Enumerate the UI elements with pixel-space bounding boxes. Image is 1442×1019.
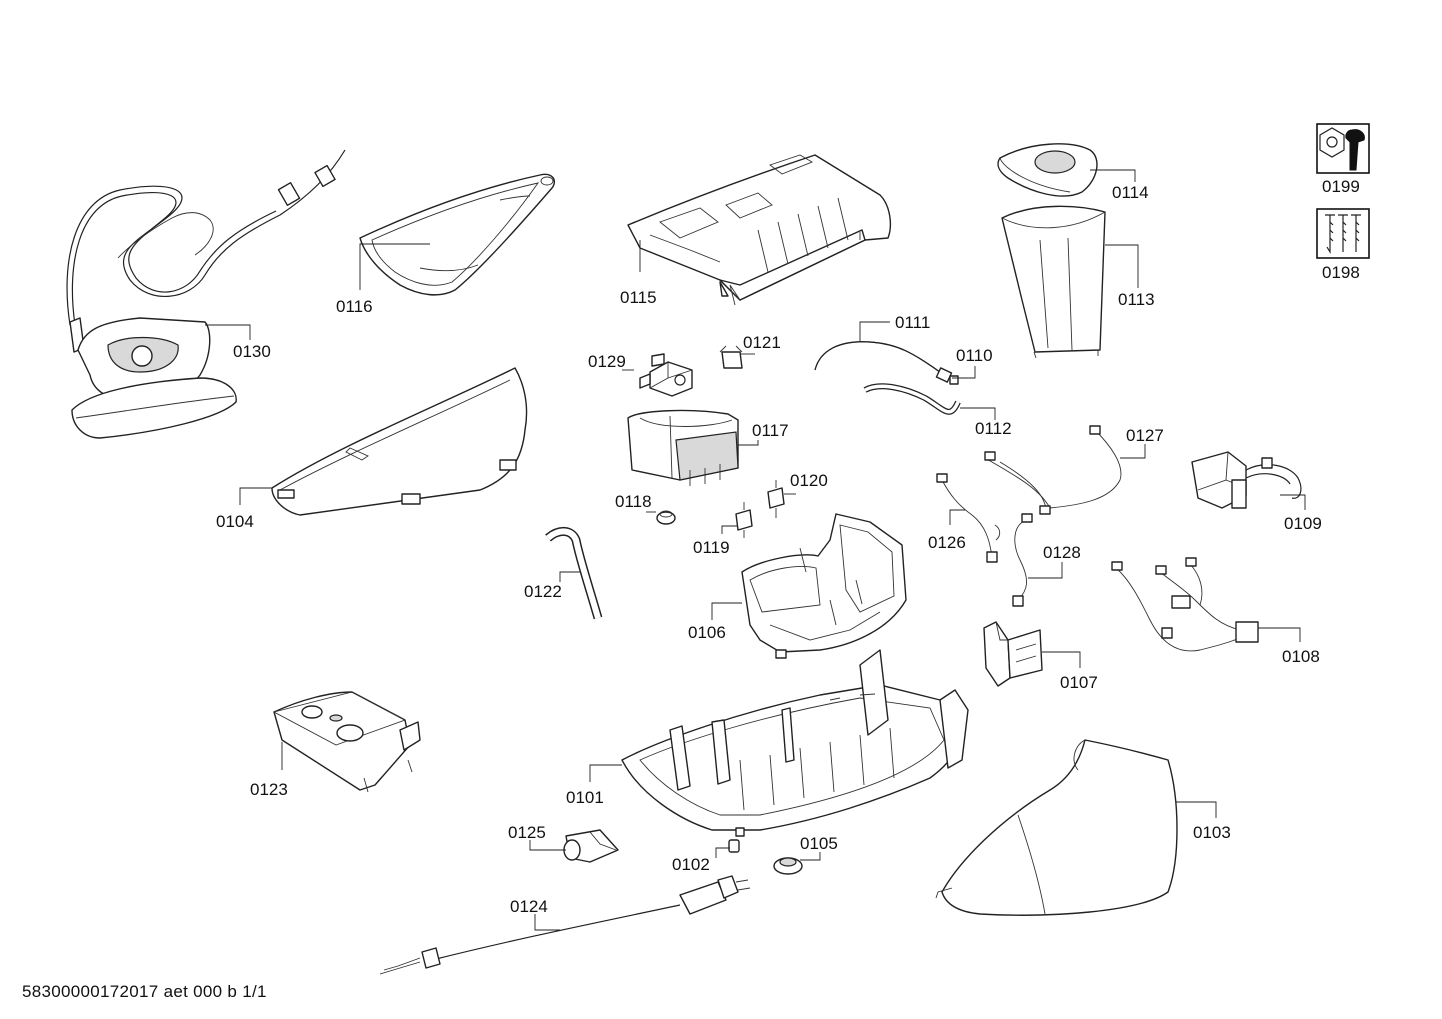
label-0103: 0103 xyxy=(1193,823,1231,842)
label-0126: 0126 xyxy=(928,533,966,552)
label-0107: 0107 xyxy=(1060,673,1098,692)
part-0105-cap xyxy=(773,857,803,875)
label-0128: 0128 xyxy=(1043,543,1081,562)
label-0101: 0101 xyxy=(566,788,604,807)
label-0112: 0112 xyxy=(975,419,1012,438)
part-0101-base xyxy=(621,649,969,837)
part-0129-solenoid-valve xyxy=(639,353,693,397)
part-0121-clip xyxy=(719,345,743,369)
label-0102: 0102 xyxy=(672,855,710,874)
part-0127-wire-harness xyxy=(984,425,1122,515)
screws-icon xyxy=(1316,208,1370,259)
label-0109: 0109 xyxy=(1284,514,1322,533)
part-0117-pump xyxy=(627,409,739,486)
part-0110-connector xyxy=(935,367,959,385)
label-0122: 0122 xyxy=(524,582,562,601)
part-0123-control-panel xyxy=(272,691,421,793)
label-0130: 0130 xyxy=(233,342,271,361)
part-0113-water-tank xyxy=(1001,205,1106,359)
part-0126-wire-harness xyxy=(936,473,1001,563)
part-0116-cover-tray xyxy=(359,173,556,296)
label-0105: 0105 xyxy=(800,834,838,853)
label-0123: 0123 xyxy=(250,780,288,799)
label-0127: 0127 xyxy=(1126,426,1164,445)
part-0111-hose xyxy=(814,341,941,373)
document-footer-code: 58300000172017 aet 000 b 1/1 xyxy=(22,982,267,1001)
part-0115-top-housing xyxy=(627,154,892,306)
label-0198: 0198 xyxy=(1322,263,1360,282)
part-0103-rear-cover xyxy=(935,739,1178,916)
part-0128-wire-harness xyxy=(1012,513,1033,607)
part-0108-wiring-loom xyxy=(1111,557,1259,652)
label-0125: 0125 xyxy=(508,823,546,842)
part-0118-grommet xyxy=(656,510,676,525)
label-0106: 0106 xyxy=(688,623,726,642)
label-0116: 0116 xyxy=(336,297,373,316)
part-0106-frame xyxy=(741,513,907,659)
part-0130-steam-iron xyxy=(66,149,346,439)
part-0125-cable-clip xyxy=(563,829,619,863)
label-0110: 0110 xyxy=(956,346,993,365)
part-0102-foot xyxy=(728,839,740,853)
part-0120-fitting xyxy=(767,480,785,518)
part-0114-tank-lid xyxy=(997,143,1098,197)
wrench-nut-icon xyxy=(1316,123,1370,174)
label-0111: 0111 xyxy=(895,313,930,332)
label-0108: 0108 xyxy=(1282,647,1320,666)
label-0118: 0118 xyxy=(615,492,652,511)
label-0104: 0104 xyxy=(216,512,254,531)
part-0119-fitting xyxy=(735,502,753,538)
label-0119: 0119 xyxy=(693,538,730,557)
part-0104-side-cover xyxy=(271,367,528,516)
label-0121: 0121 xyxy=(743,333,781,352)
part-0112-hose xyxy=(863,383,961,415)
part-0109-thermostat xyxy=(1191,451,1302,509)
part-0124-power-cord xyxy=(379,875,751,975)
label-0114: 0114 xyxy=(1112,183,1149,202)
label-0115: 0115 xyxy=(620,288,657,307)
label-0199: 0199 xyxy=(1322,177,1360,196)
label-0129: 0129 xyxy=(588,352,626,371)
label-0117: 0117 xyxy=(752,421,789,440)
label-0124: 0124 xyxy=(510,897,548,916)
part-0107-bracket xyxy=(983,621,1043,687)
part-0122-hose xyxy=(545,527,603,620)
label-0113: 0113 xyxy=(1118,290,1155,309)
label-0120: 0120 xyxy=(790,471,828,490)
